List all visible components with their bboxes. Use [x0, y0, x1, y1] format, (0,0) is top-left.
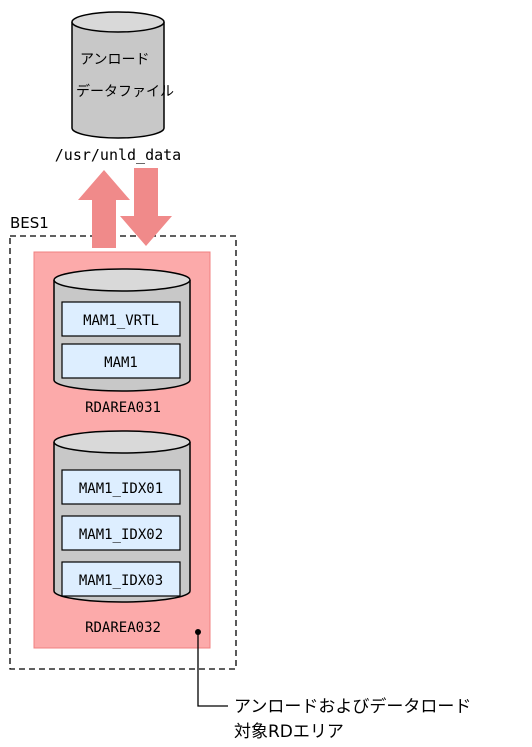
table-box-mam1 — [61, 343, 181, 379]
callout-leader-line — [197, 632, 228, 707]
callout-line2: 対象RDエリア — [234, 722, 344, 742]
file-label-line1: アンロード — [80, 52, 149, 68]
table-label: MAM1_VRTL — [83, 313, 159, 329]
table-box-mam1-idx02 — [61, 515, 181, 551]
rdarea031-label: RDAREA031 — [85, 400, 161, 416]
import-arrow-down — [120, 168, 172, 246]
export-arrow-up — [78, 170, 130, 248]
table-label: MAM1 — [104, 355, 138, 371]
server-label: BES1 — [10, 214, 49, 232]
file-path-label: /usr/unld_data — [55, 146, 181, 164]
callout-line1: アンロードおよびデータロード — [234, 696, 471, 717]
table-box-mam1-idx03 — [61, 561, 181, 597]
server-box — [9, 235, 237, 670]
unload-data-file-cylinder: アンロード データファイル — [71, 11, 174, 139]
table-box-mam1-idx01 — [61, 469, 181, 505]
file-label-line2: データファイル — [76, 83, 174, 100]
table-label: MAM1_IDX03 — [79, 573, 163, 589]
rdarea032-label: RDAREA032 — [85, 620, 161, 636]
rdarea032-cylinder: MAM1_IDX01 MAM1_IDX02 MAM1_IDX03 — [53, 430, 191, 603]
table-label: MAM1_IDX02 — [79, 527, 163, 543]
table-box-mam1-vrtl — [61, 301, 181, 337]
table-label: MAM1_IDX01 — [79, 481, 163, 497]
rdarea031-cylinder: MAM1_VRTL MAM1 — [53, 268, 191, 392]
